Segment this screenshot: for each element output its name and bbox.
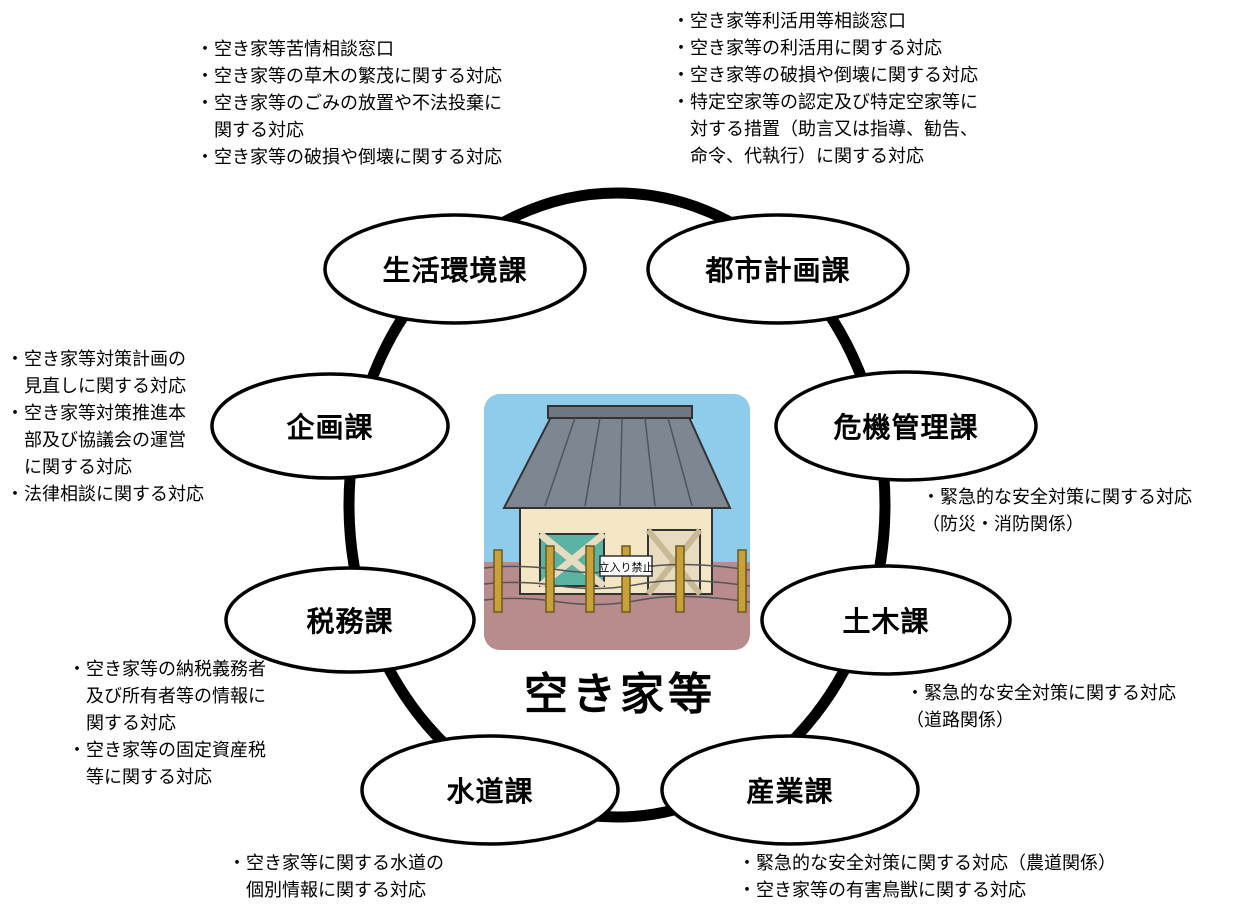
notes-kiki: ・緊急的な安全対策に関する対応 （防災・消防関係） (922, 484, 1192, 538)
note-line: 対する措置（助言又は指導、勧告、 (672, 119, 978, 140)
oval-seikatsu (323, 213, 587, 325)
note-line: ・空き家等利活用等相談窓口 (672, 11, 906, 32)
note-line: 個別情報に関する対応 (228, 880, 426, 901)
note-line: ・空き家等に関する水道の (228, 853, 444, 874)
oval-suido (360, 734, 620, 846)
oval-zeimu (224, 566, 476, 674)
note-line: ・空き家等の納税義務者 (68, 659, 266, 680)
oval-toshi (646, 213, 910, 325)
note-line: 及び所有者等の情報に (68, 686, 266, 707)
department-ovals (210, 213, 1038, 846)
note-line: ・空き家等の草木の繁茂に関する対応 (196, 66, 502, 87)
note-line: ・空き家等対策計画の (6, 349, 186, 370)
note-line: ・特定空家等の認定及び特定空家等に (672, 92, 978, 113)
dept-kikaku-label: 企画課 (286, 411, 374, 444)
note-line: ・空き家等対策推進本 (6, 403, 186, 424)
note-line: ・空き家等の有害鳥獣に関する対応 (738, 880, 1026, 901)
roof-ridge (547, 405, 693, 419)
center-label: 空き家等 (524, 669, 716, 720)
note-line: 関する対応 (196, 120, 304, 141)
notes-zeimu: ・空き家等の納税義務者 及び所有者等の情報に 関する対応 ・空き家等の固定資産税… (68, 656, 266, 791)
oval-doboku (760, 564, 1012, 676)
note-line: 等に関する対応 (68, 767, 212, 788)
notes-suido: ・空き家等に関する水道の 個別情報に関する対応 (228, 850, 444, 904)
note-line: ・空き家等の利活用に関する対応 (672, 38, 942, 59)
dept-suido-label: 水道課 (446, 775, 534, 808)
note-line: ・空き家等の固定資産税 (68, 740, 266, 761)
oval-sangyo (660, 734, 920, 846)
notes-toshi: ・空き家等利活用等相談窓口 ・空き家等の利活用に関する対応 ・空き家等の破損や倒… (672, 8, 978, 170)
dept-seikatsu-label: 生活環境課 (382, 254, 528, 287)
notes-sangyo: ・緊急的な安全対策に関する対応（農道関係） ・空き家等の有害鳥獣に関する対応 (738, 850, 1116, 904)
dept-sangyo-label: 産業課 (746, 775, 834, 808)
dept-doboku-label: 土木課 (842, 605, 930, 638)
note-line: ・法律相談に関する対応 (6, 484, 204, 505)
dept-toshi-label: 都市計画課 (705, 254, 851, 287)
oval-kikaku (210, 372, 450, 480)
note-line: 部及び協議会の運営 (6, 430, 186, 451)
oval-kiki (774, 370, 1038, 482)
note-line: ・空き家等苦情相談窓口 (196, 39, 394, 60)
connection-ring (343, 187, 891, 823)
note-line: ・緊急的な安全対策に関する対応 (922, 487, 1192, 508)
note-line: ・空き家等の破損や倒壊に関する対応 (196, 147, 502, 168)
note-line: ・空き家等の破損や倒壊に関する対応 (672, 65, 978, 86)
note-line: ・緊急的な安全対策に関する対応 (906, 683, 1176, 704)
note-line: ・緊急的な安全対策に関する対応（農道関係） (738, 853, 1116, 874)
abandoned-house-illustration: 立入り禁止 (484, 394, 750, 650)
note-line: （道路関係） (906, 710, 1014, 731)
notes-doboku: ・緊急的な安全対策に関する対応 （道路関係） (906, 680, 1176, 734)
dept-zeimu-label: 税務課 (306, 605, 394, 638)
note-line: 関する対応 (68, 713, 176, 734)
note-line: （防災・消防関係） (922, 514, 1084, 535)
note-line: 命令、代執行）に関する対応 (672, 146, 924, 167)
dept-kiki-label: 危機管理課 (833, 411, 979, 444)
note-line: 見直しに関する対応 (6, 376, 186, 397)
keep-out-sign (599, 555, 653, 577)
note-line: に関する対応 (6, 457, 132, 478)
keep-out-sign-text: 立入り禁止 (599, 560, 654, 574)
notes-seikatsu: ・空き家等苦情相談窓口 ・空き家等の草木の繁茂に関する対応 ・空き家等のごみの放… (196, 36, 502, 171)
note-line: ・空き家等のごみの放置や不法投棄に (196, 93, 502, 114)
notes-kikaku: ・空き家等対策計画の 見直しに関する対応 ・空き家等対策推進本 部及び協議会の運… (6, 346, 204, 508)
